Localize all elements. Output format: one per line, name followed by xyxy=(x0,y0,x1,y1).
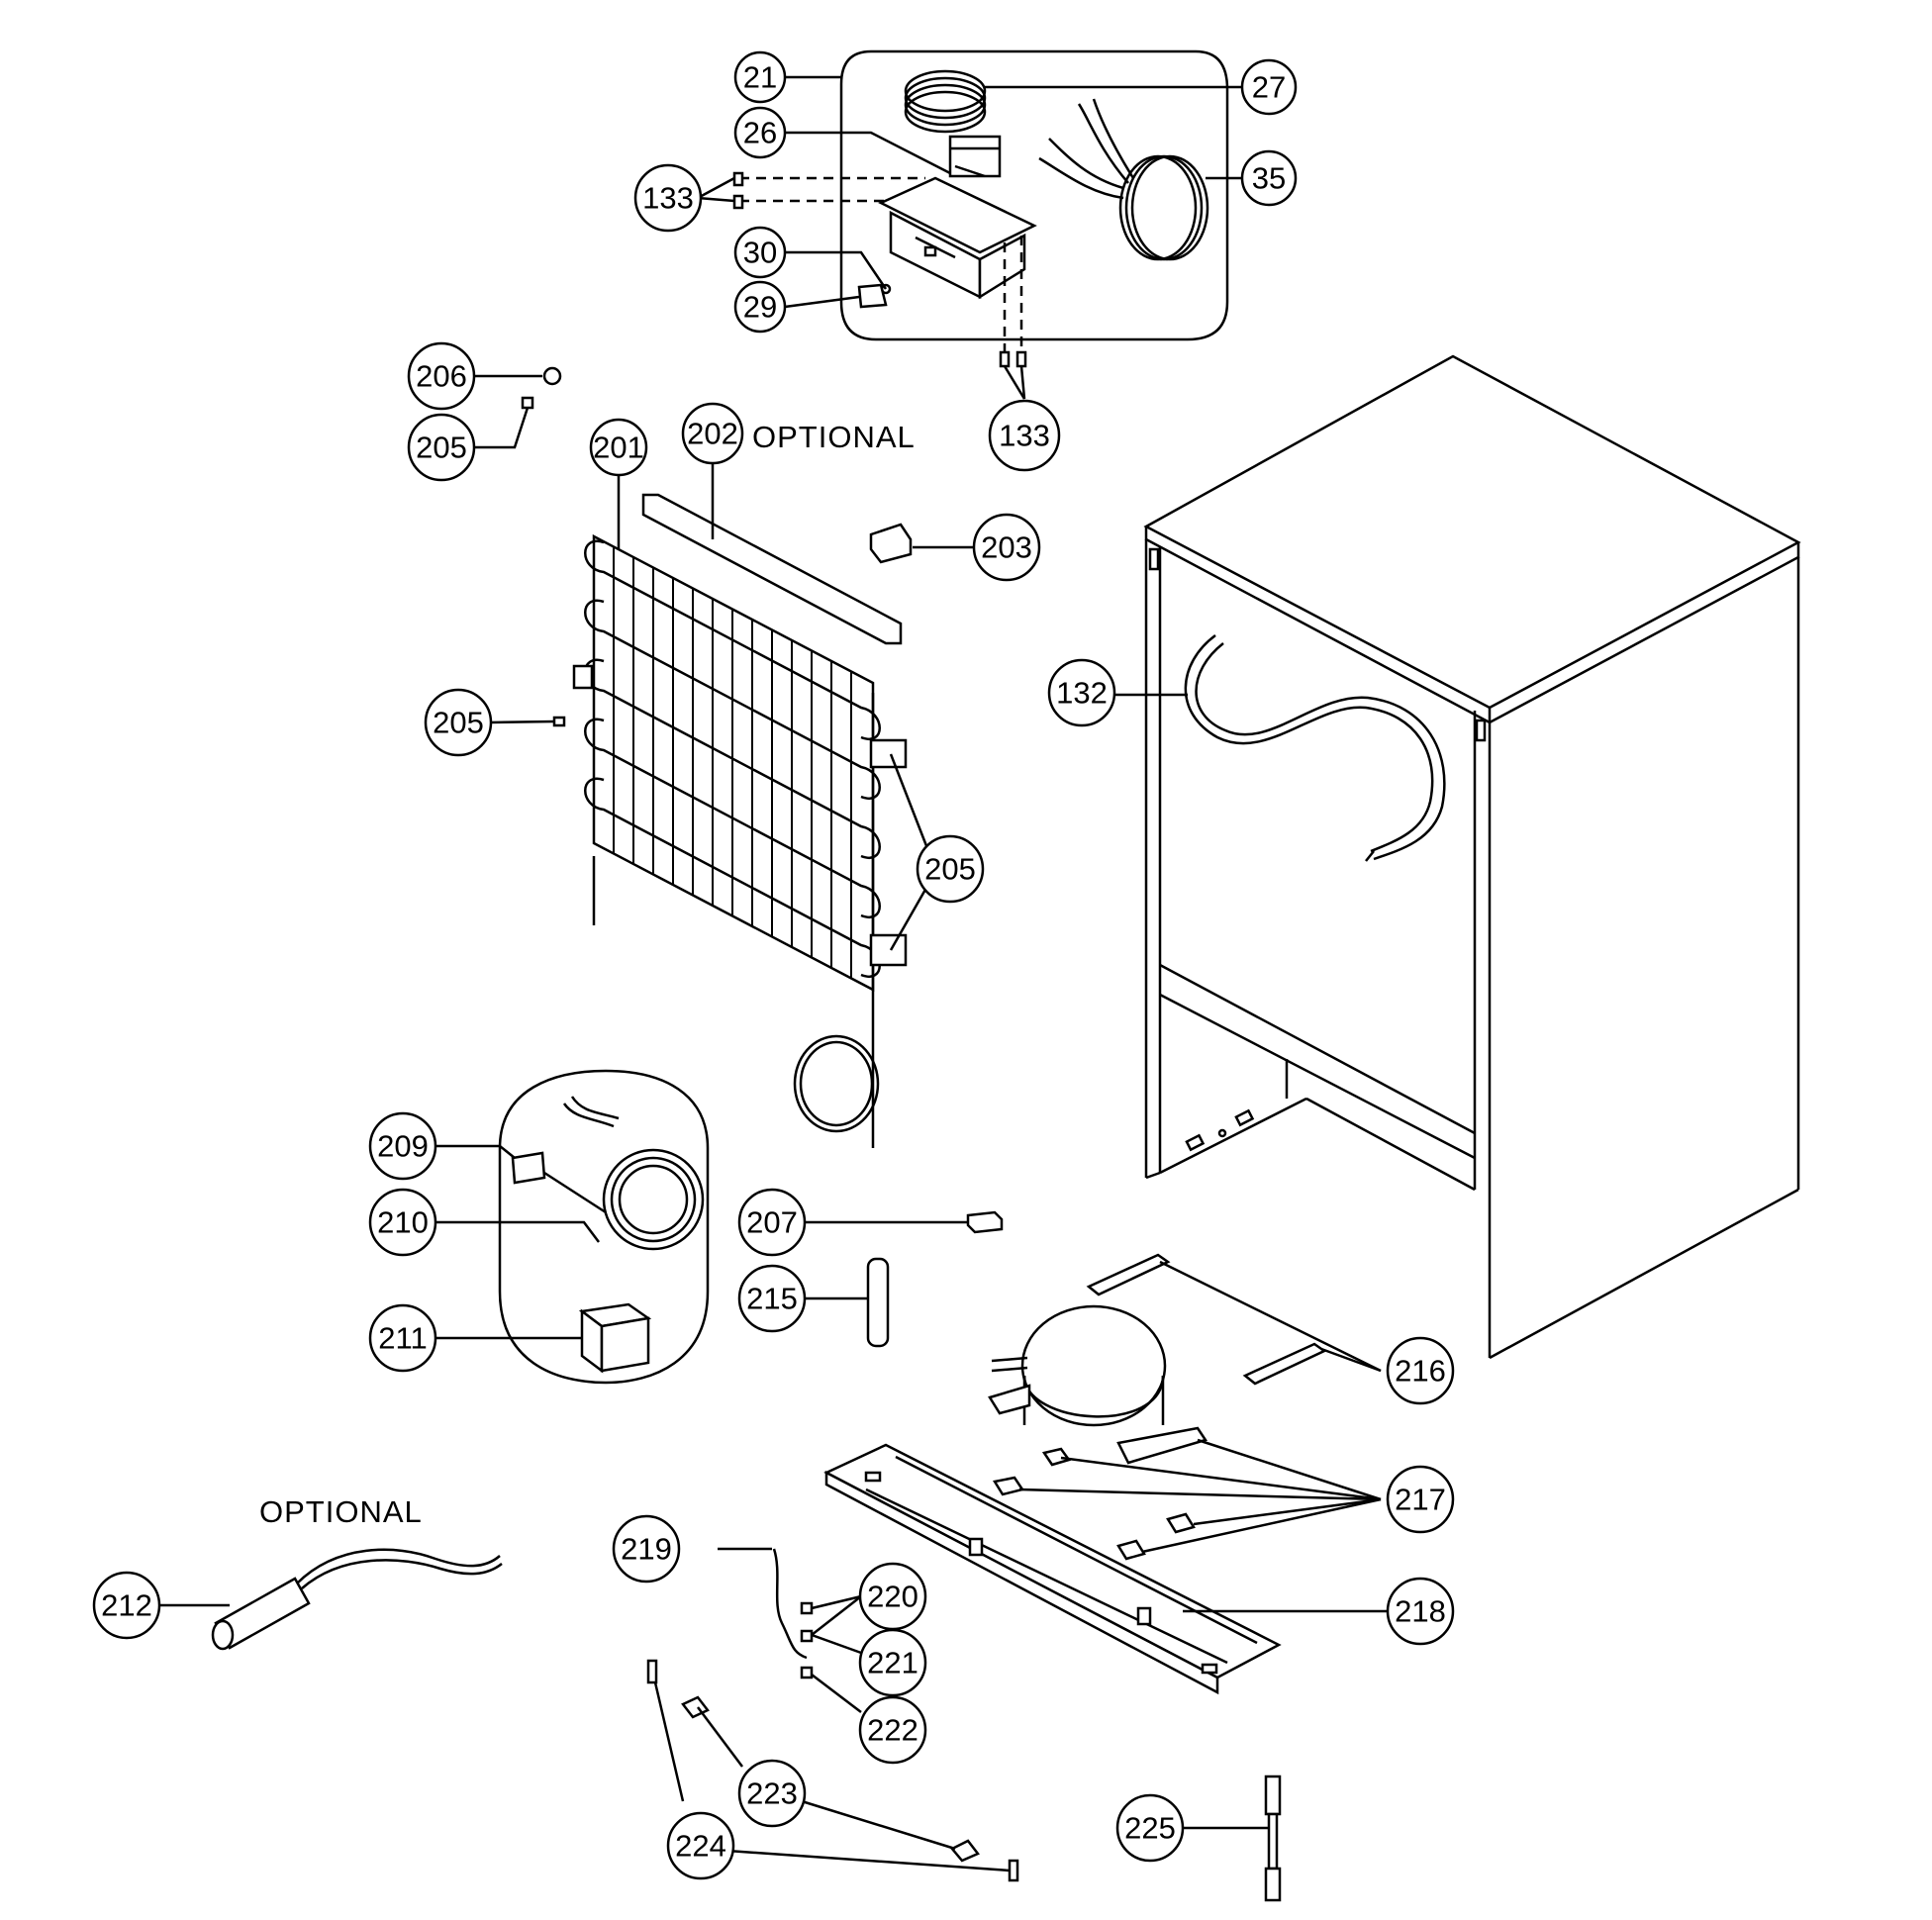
callout-29: 29 xyxy=(733,280,787,334)
callout-215: 215 xyxy=(737,1264,807,1333)
screw-part xyxy=(1008,1859,1019,1882)
svg-text:219: 219 xyxy=(621,1532,672,1567)
screw-part xyxy=(552,716,566,727)
screw-part xyxy=(646,1659,658,1684)
power-cord-group xyxy=(498,1069,710,1385)
callout-205: 205 xyxy=(407,413,476,482)
capacitor xyxy=(211,1548,503,1651)
callout-207: 207 xyxy=(737,1188,807,1257)
svg-text:215: 215 xyxy=(746,1282,798,1316)
leader-lines xyxy=(158,75,1389,1872)
callout-203: 203 xyxy=(972,513,1041,582)
callout-205: 205 xyxy=(916,834,985,904)
callout-211: 211 xyxy=(368,1303,437,1373)
svg-text:205: 205 xyxy=(924,852,976,887)
svg-text:212: 212 xyxy=(101,1588,152,1623)
grommet-part xyxy=(1166,1512,1196,1534)
svg-text:133: 133 xyxy=(999,419,1050,453)
svg-text:224: 224 xyxy=(675,1829,726,1864)
thermostat-group xyxy=(732,49,1229,368)
svg-text:218: 218 xyxy=(1395,1594,1446,1629)
svg-text:209: 209 xyxy=(377,1129,429,1164)
callout-132: 132 xyxy=(1047,658,1116,727)
callout-133: 133 xyxy=(633,163,703,233)
drier-clip-part xyxy=(966,1210,1004,1234)
svg-text:222: 222 xyxy=(867,1713,918,1748)
callout-133: 133 xyxy=(988,399,1061,472)
svg-text:210: 210 xyxy=(377,1205,429,1240)
callout-210: 210 xyxy=(368,1188,437,1257)
bracket-part xyxy=(1086,1253,1171,1296)
optional-note-bottom: OPTIONAL xyxy=(259,1494,423,1529)
filter-drier-part xyxy=(866,1257,890,1348)
svg-text:27: 27 xyxy=(1252,70,1286,105)
svg-text:207: 207 xyxy=(746,1205,798,1240)
foot-part xyxy=(1264,1775,1282,1902)
svg-text:133: 133 xyxy=(642,181,694,216)
callout-201: 201 xyxy=(589,418,648,477)
svg-text:225: 225 xyxy=(1124,1811,1176,1846)
base-plate xyxy=(823,1443,1282,1695)
svg-text:35: 35 xyxy=(1252,161,1286,196)
svg-text:216: 216 xyxy=(1395,1354,1446,1389)
callout-224: 224 xyxy=(666,1811,735,1880)
svg-text:205: 205 xyxy=(416,431,467,465)
callout-220: 220 xyxy=(858,1562,927,1631)
screw-part xyxy=(800,1666,814,1680)
callout-202: 202 xyxy=(681,402,744,465)
callout-223: 223 xyxy=(737,1759,807,1828)
svg-text:132: 132 xyxy=(1056,676,1108,711)
condenser xyxy=(572,533,908,1148)
refrigerator-cabinet xyxy=(1143,354,1801,1360)
callout-30: 30 xyxy=(733,226,787,279)
svg-text:29: 29 xyxy=(743,290,777,325)
svg-text:217: 217 xyxy=(1395,1483,1446,1517)
svg-text:203: 203 xyxy=(981,530,1032,565)
callout-205: 205 xyxy=(424,688,493,757)
svg-text:30: 30 xyxy=(743,236,777,270)
callout-206: 206 xyxy=(407,341,476,411)
callout-216: 216 xyxy=(1386,1336,1455,1405)
callout-219: 219 xyxy=(612,1514,681,1584)
svg-text:201: 201 xyxy=(593,431,644,465)
callout-35: 35 xyxy=(1240,149,1298,207)
washer-part xyxy=(800,1629,814,1643)
nut-part xyxy=(950,1839,980,1863)
svg-text:202: 202 xyxy=(687,417,738,451)
svg-text:26: 26 xyxy=(743,116,777,150)
grommet-part xyxy=(1116,1539,1146,1561)
callout-26: 26 xyxy=(733,106,787,159)
callout-209: 209 xyxy=(368,1111,437,1181)
svg-text:211: 211 xyxy=(378,1321,427,1356)
grommet-part xyxy=(542,366,562,386)
callout-21: 21 xyxy=(733,50,787,104)
baffle-part xyxy=(641,493,903,645)
callout-218: 218 xyxy=(1386,1577,1455,1646)
optional-note-top: OPTIONAL xyxy=(752,420,916,454)
clip-part xyxy=(869,523,913,564)
svg-text:206: 206 xyxy=(416,359,467,394)
svg-text:205: 205 xyxy=(433,706,484,740)
svg-text:21: 21 xyxy=(743,60,777,95)
svg-text:221: 221 xyxy=(867,1646,918,1680)
callout-217: 217 xyxy=(1386,1465,1455,1534)
wire-part xyxy=(772,1548,808,1660)
grommet-part xyxy=(1041,1447,1072,1467)
grommet-part xyxy=(992,1476,1025,1496)
svg-text:220: 220 xyxy=(867,1580,918,1614)
bracket-part xyxy=(1242,1342,1327,1386)
callout-221: 221 xyxy=(858,1628,927,1697)
callout-222: 222 xyxy=(858,1695,927,1765)
callout-212: 212 xyxy=(92,1571,161,1640)
callout-27: 27 xyxy=(1240,58,1298,116)
screw-part xyxy=(521,396,534,410)
washer-part xyxy=(800,1601,814,1615)
compressor xyxy=(988,1304,1208,1465)
svg-text:223: 223 xyxy=(746,1776,798,1811)
callout-225: 225 xyxy=(1115,1793,1185,1863)
